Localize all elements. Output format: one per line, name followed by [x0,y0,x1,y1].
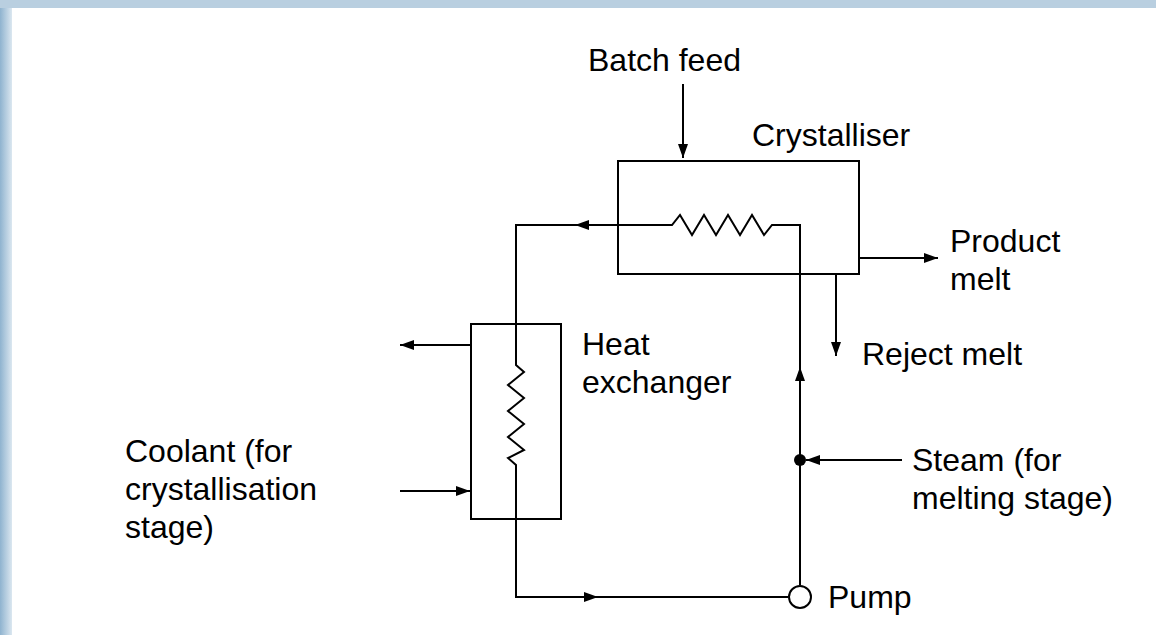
unit-label: Crystalliser [752,116,910,154]
flow-line [516,520,598,597]
stream-label: Steam (for melting stage) [912,441,1127,517]
flow-line [799,275,801,367]
feed-arrow [682,84,684,158]
crystalliser-box: Crystalliser [617,160,860,275]
flow-line [516,225,575,323]
stream-label: Coolant (for crystallisation stage) [125,432,365,546]
crystalliser-coil [617,215,800,275]
flow-line [799,367,801,585]
unit-label: Heat exchanger [582,325,742,401]
product-arrow [860,257,938,259]
slide-frame [0,0,12,635]
stream-label: Reject melt [862,335,1022,373]
flow-connector [516,520,788,597]
reject-arrow [835,275,837,356]
flow-connector [800,275,801,585]
flow-connector [516,225,617,323]
stream-label: Batch feed [588,41,741,79]
unit-label: Pump [828,578,912,616]
flow-line [598,596,788,598]
steam-arrow [806,459,902,461]
stream-label: Product melt [950,222,1120,298]
slide-frame [0,0,1156,8]
pump-circle: Pump [788,585,812,609]
coolant-out-arrow [400,344,470,346]
coolant-in-arrow [400,490,470,492]
flow-line [575,224,617,226]
heat-exchanger-box: Heat exchanger [470,323,562,520]
exchanger-coil [508,323,524,520]
